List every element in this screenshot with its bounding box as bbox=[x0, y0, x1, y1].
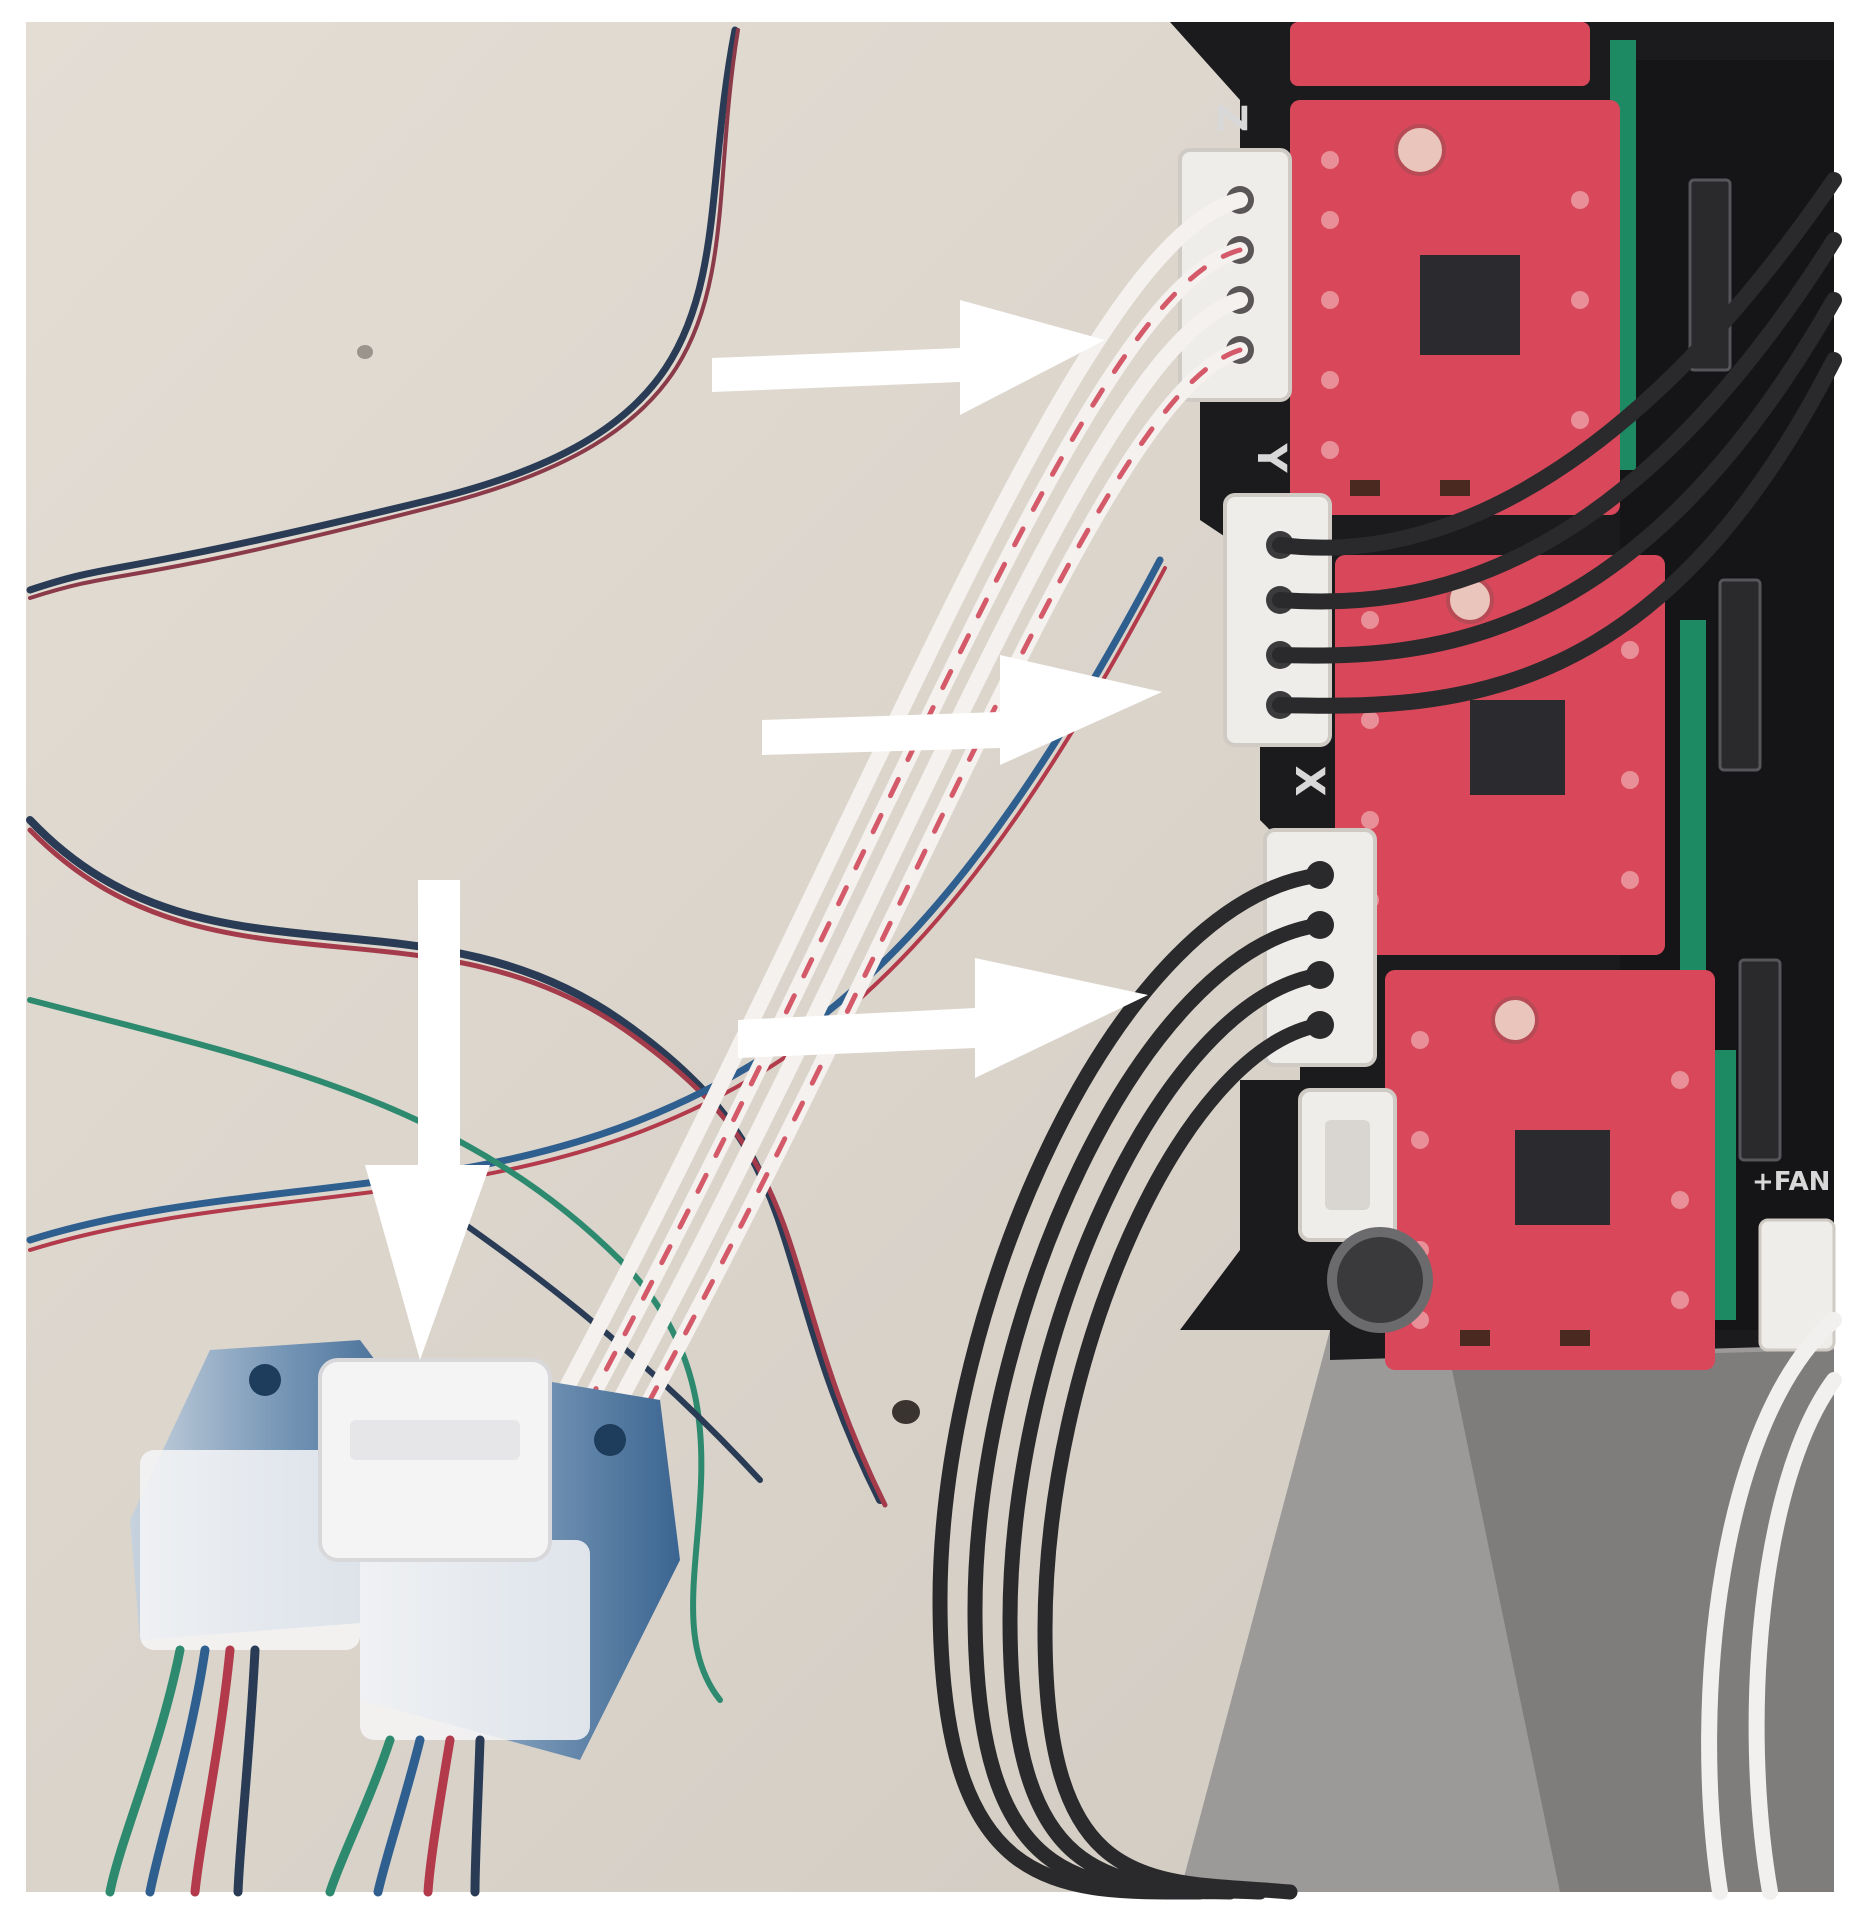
stepper-driver-z bbox=[1290, 100, 1620, 515]
z-axis-label: Z bbox=[1208, 103, 1254, 132]
ribbon-connector bbox=[318, 1358, 552, 1562]
x-axis-label: X bbox=[1286, 766, 1332, 797]
stepper-driver-y bbox=[1335, 555, 1665, 955]
sensor-cables-right bbox=[325, 1735, 485, 1897]
connector-empty bbox=[1298, 1088, 1397, 1242]
white-cable bbox=[1701, 1312, 1842, 1900]
mounting-hole bbox=[1327, 1227, 1433, 1333]
black-cable-y bbox=[1272, 172, 1842, 714]
arrow-to-y-connector-icon bbox=[762, 655, 1162, 765]
sensor-cables-left bbox=[105, 1645, 260, 1897]
arrow-to-z-connector-icon bbox=[712, 300, 1105, 415]
y-axis-label: Y bbox=[1248, 443, 1294, 474]
fan-label: +FAN bbox=[1752, 1167, 1830, 1197]
stepper-driver-x bbox=[1385, 970, 1715, 1370]
arrow-to-x-connector-icon bbox=[738, 958, 1148, 1078]
wall-spot bbox=[357, 345, 373, 359]
stepper-driver-top-partial bbox=[1290, 22, 1590, 86]
arrow-to-sensor-modules-icon bbox=[365, 880, 490, 1360]
black-cable-x bbox=[932, 867, 1328, 1900]
wall-spot bbox=[892, 1400, 920, 1424]
